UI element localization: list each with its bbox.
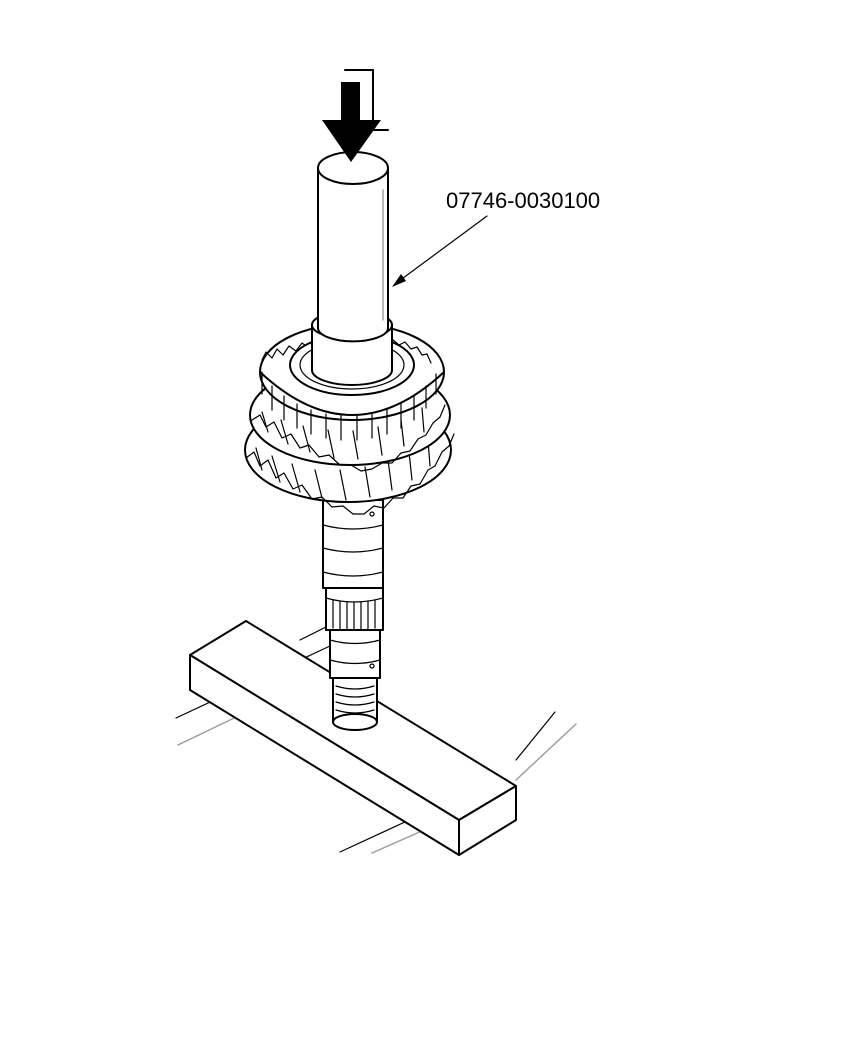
- part-number-label: 07746-0030100: [446, 188, 600, 213]
- special-tool-driver: [311, 151, 393, 386]
- countershaft: [322, 499, 384, 731]
- callout-leader: [392, 215, 488, 287]
- down-arrow-icon: [322, 69, 389, 162]
